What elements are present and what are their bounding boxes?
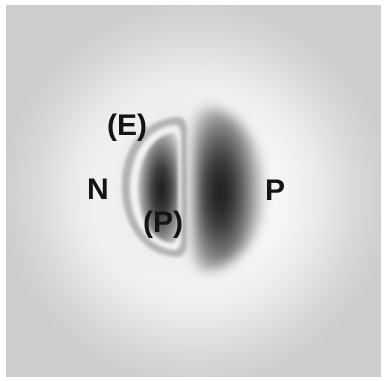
label-n: N <box>87 173 109 206</box>
label-p: P <box>265 174 286 207</box>
right-lobe <box>194 107 264 271</box>
density-lobes <box>106 100 266 280</box>
label-p-paren: (P) <box>143 206 183 239</box>
label-e: (E) <box>107 109 147 142</box>
density-plot-panel: (E) N P (P) <box>6 5 381 377</box>
left-lobe-core <box>137 133 178 243</box>
